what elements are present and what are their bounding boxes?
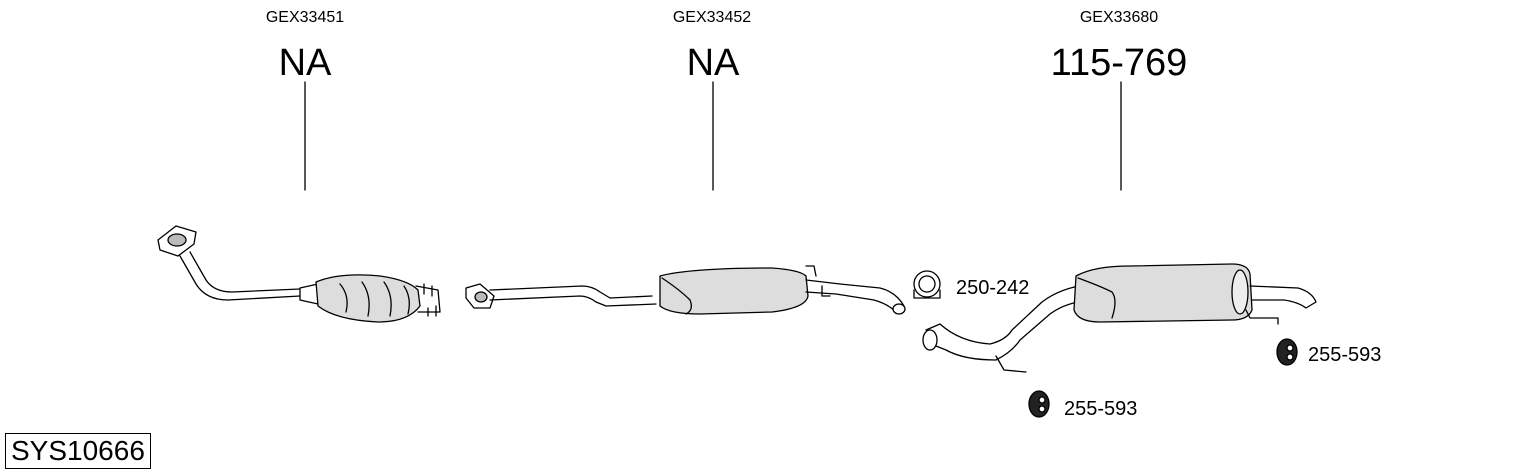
accessory-label-mount-rear[interactable]: 255-593 [1308, 344, 1382, 366]
rubber-mount-icon-rear [1276, 338, 1298, 366]
middle-pipe-resonator-icon [465, 265, 906, 315]
system-id-box: SYS10666 [5, 433, 151, 469]
section-code-rear: GEX33680 [1079, 9, 1159, 26]
section-part-front[interactable]: NA [278, 42, 332, 84]
section-code-middle: GEX33452 [672, 9, 752, 26]
front-pipe-catalyst-icon [157, 225, 441, 323]
rubber-mount-icon-middle [1028, 390, 1050, 418]
section-code-front: GEX33451 [265, 9, 345, 26]
accessory-label-clamp[interactable]: 250-242 [956, 277, 1030, 299]
accessory-label-mount-middle[interactable]: 255-593 [1064, 398, 1138, 420]
section-part-rear[interactable]: 115-769 [1050, 42, 1188, 84]
rear-silencer-icon [922, 263, 1317, 373]
clamp-icon [913, 270, 941, 299]
section-part-middle[interactable]: NA [686, 42, 740, 84]
